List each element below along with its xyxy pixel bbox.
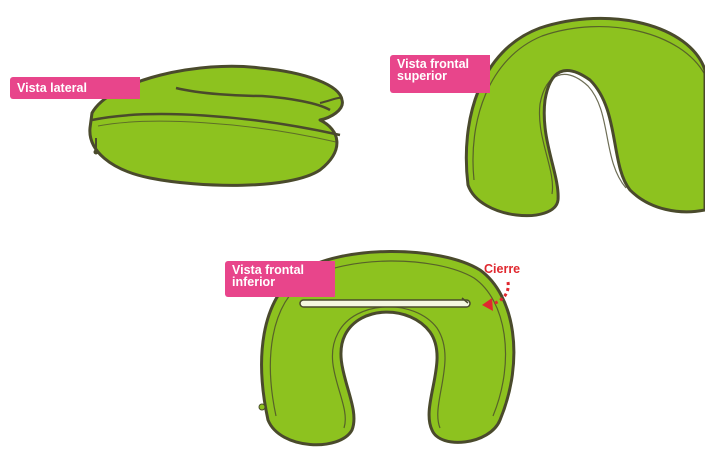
label-top-front-view: Vista frontal superior bbox=[390, 55, 490, 93]
pillow-top-front-view bbox=[466, 18, 705, 215]
label-top-front-view-line2: superior bbox=[397, 70, 484, 82]
label-bottom-front-view-line2: inferior bbox=[232, 276, 329, 288]
zipper-callout-label: Cierre bbox=[484, 262, 520, 276]
label-bottom-front-view: Vista frontal inferior bbox=[225, 261, 335, 297]
label-side-view-text: Vista lateral bbox=[17, 82, 134, 94]
label-side-view: Vista lateral bbox=[10, 77, 140, 99]
